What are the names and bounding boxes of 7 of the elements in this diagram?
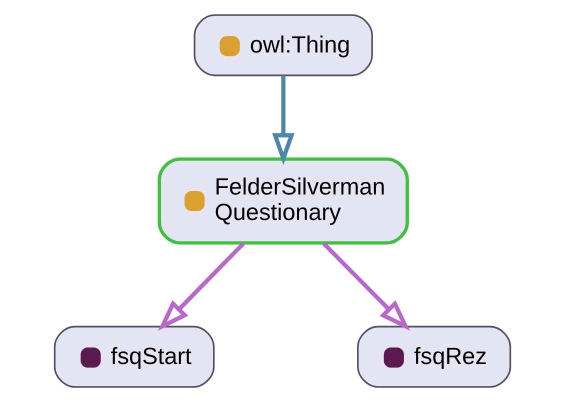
arrow bbox=[322, 242, 410, 331]
arrow bbox=[158, 242, 245, 331]
node-box: fsqRez bbox=[357, 326, 512, 388]
node-box: fsqStart bbox=[54, 326, 215, 388]
node-box: owl:Thing bbox=[194, 14, 373, 76]
arrow bbox=[272, 76, 294, 166]
node-box: FelderSilverman Questionary bbox=[158, 157, 409, 245]
